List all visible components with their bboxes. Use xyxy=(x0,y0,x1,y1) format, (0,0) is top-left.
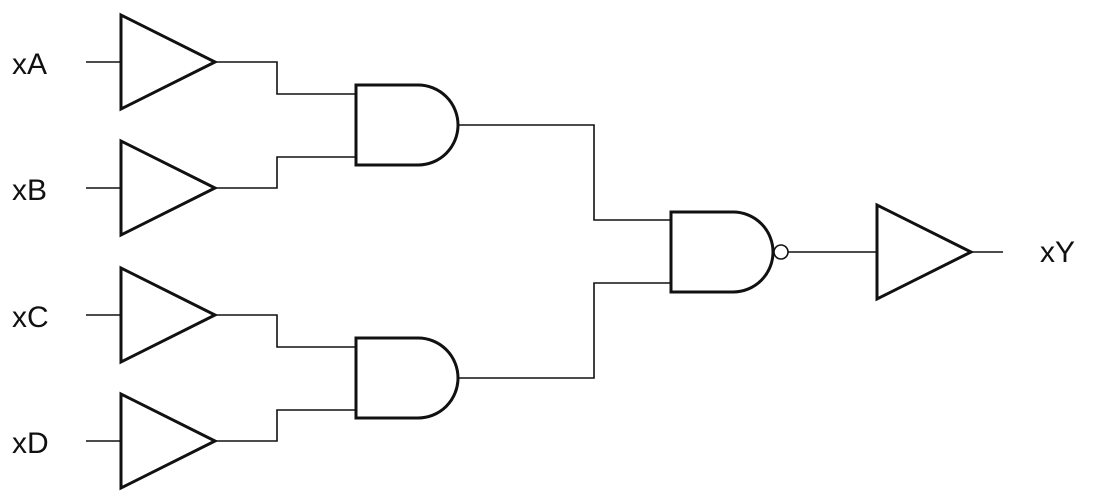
input-label-a: xA xyxy=(12,48,47,81)
wire-and-bottom-to-nand xyxy=(458,282,671,379)
input-label-b: xB xyxy=(12,174,47,207)
nand-inversion-bubble xyxy=(773,244,789,260)
buffer-gate-c xyxy=(119,265,219,365)
output-label-y: xY xyxy=(1040,236,1075,269)
wire-buffer-c-to-and-bottom xyxy=(215,314,356,348)
wire-buffer-d-to-and-bottom xyxy=(215,409,356,442)
buffer-gate-d xyxy=(119,391,219,491)
wire-buffer-a-to-and-top xyxy=(215,61,356,95)
buffer-gate-b xyxy=(119,138,219,238)
nand-gate xyxy=(669,210,775,294)
input-label-c: xC xyxy=(12,301,49,334)
wire-buffer-b-to-and-top xyxy=(215,156,356,189)
buffer-gate-a xyxy=(119,12,219,112)
and-gate-top xyxy=(354,83,460,167)
wire-and-top-to-nand xyxy=(458,124,671,221)
and-gate-bottom xyxy=(354,336,460,420)
input-label-d: xD xyxy=(12,427,49,460)
output-buffer-gate xyxy=(875,202,975,302)
